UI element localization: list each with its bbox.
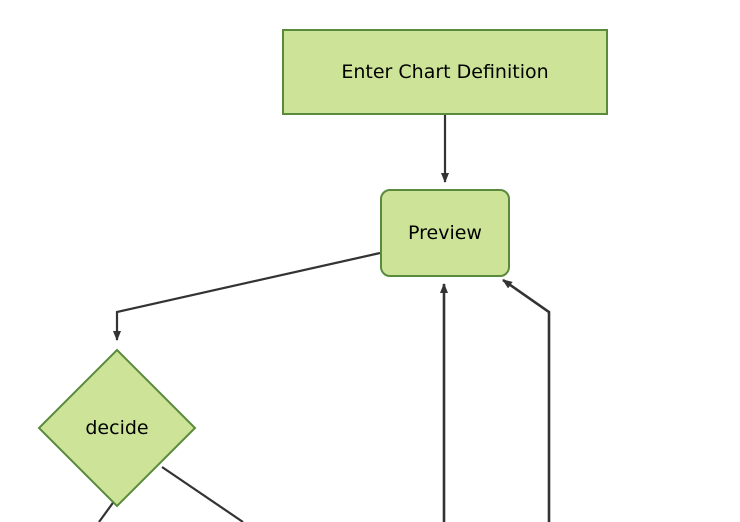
- node-decide[interactable]: [37, 348, 197, 508]
- edge-decide-down-left: [98, 499, 116, 522]
- edge-preview-to-decide: [113, 251, 381, 341]
- edge-bottom-right-to-preview: [502, 278, 551, 522]
- node-enter-chart-definition[interactable]: [282, 29, 608, 115]
- edge-decide-down-right: [161, 466, 244, 522]
- node-preview[interactable]: [380, 189, 510, 277]
- node-layer: [37, 29, 608, 508]
- edge-layer: [98, 114, 551, 522]
